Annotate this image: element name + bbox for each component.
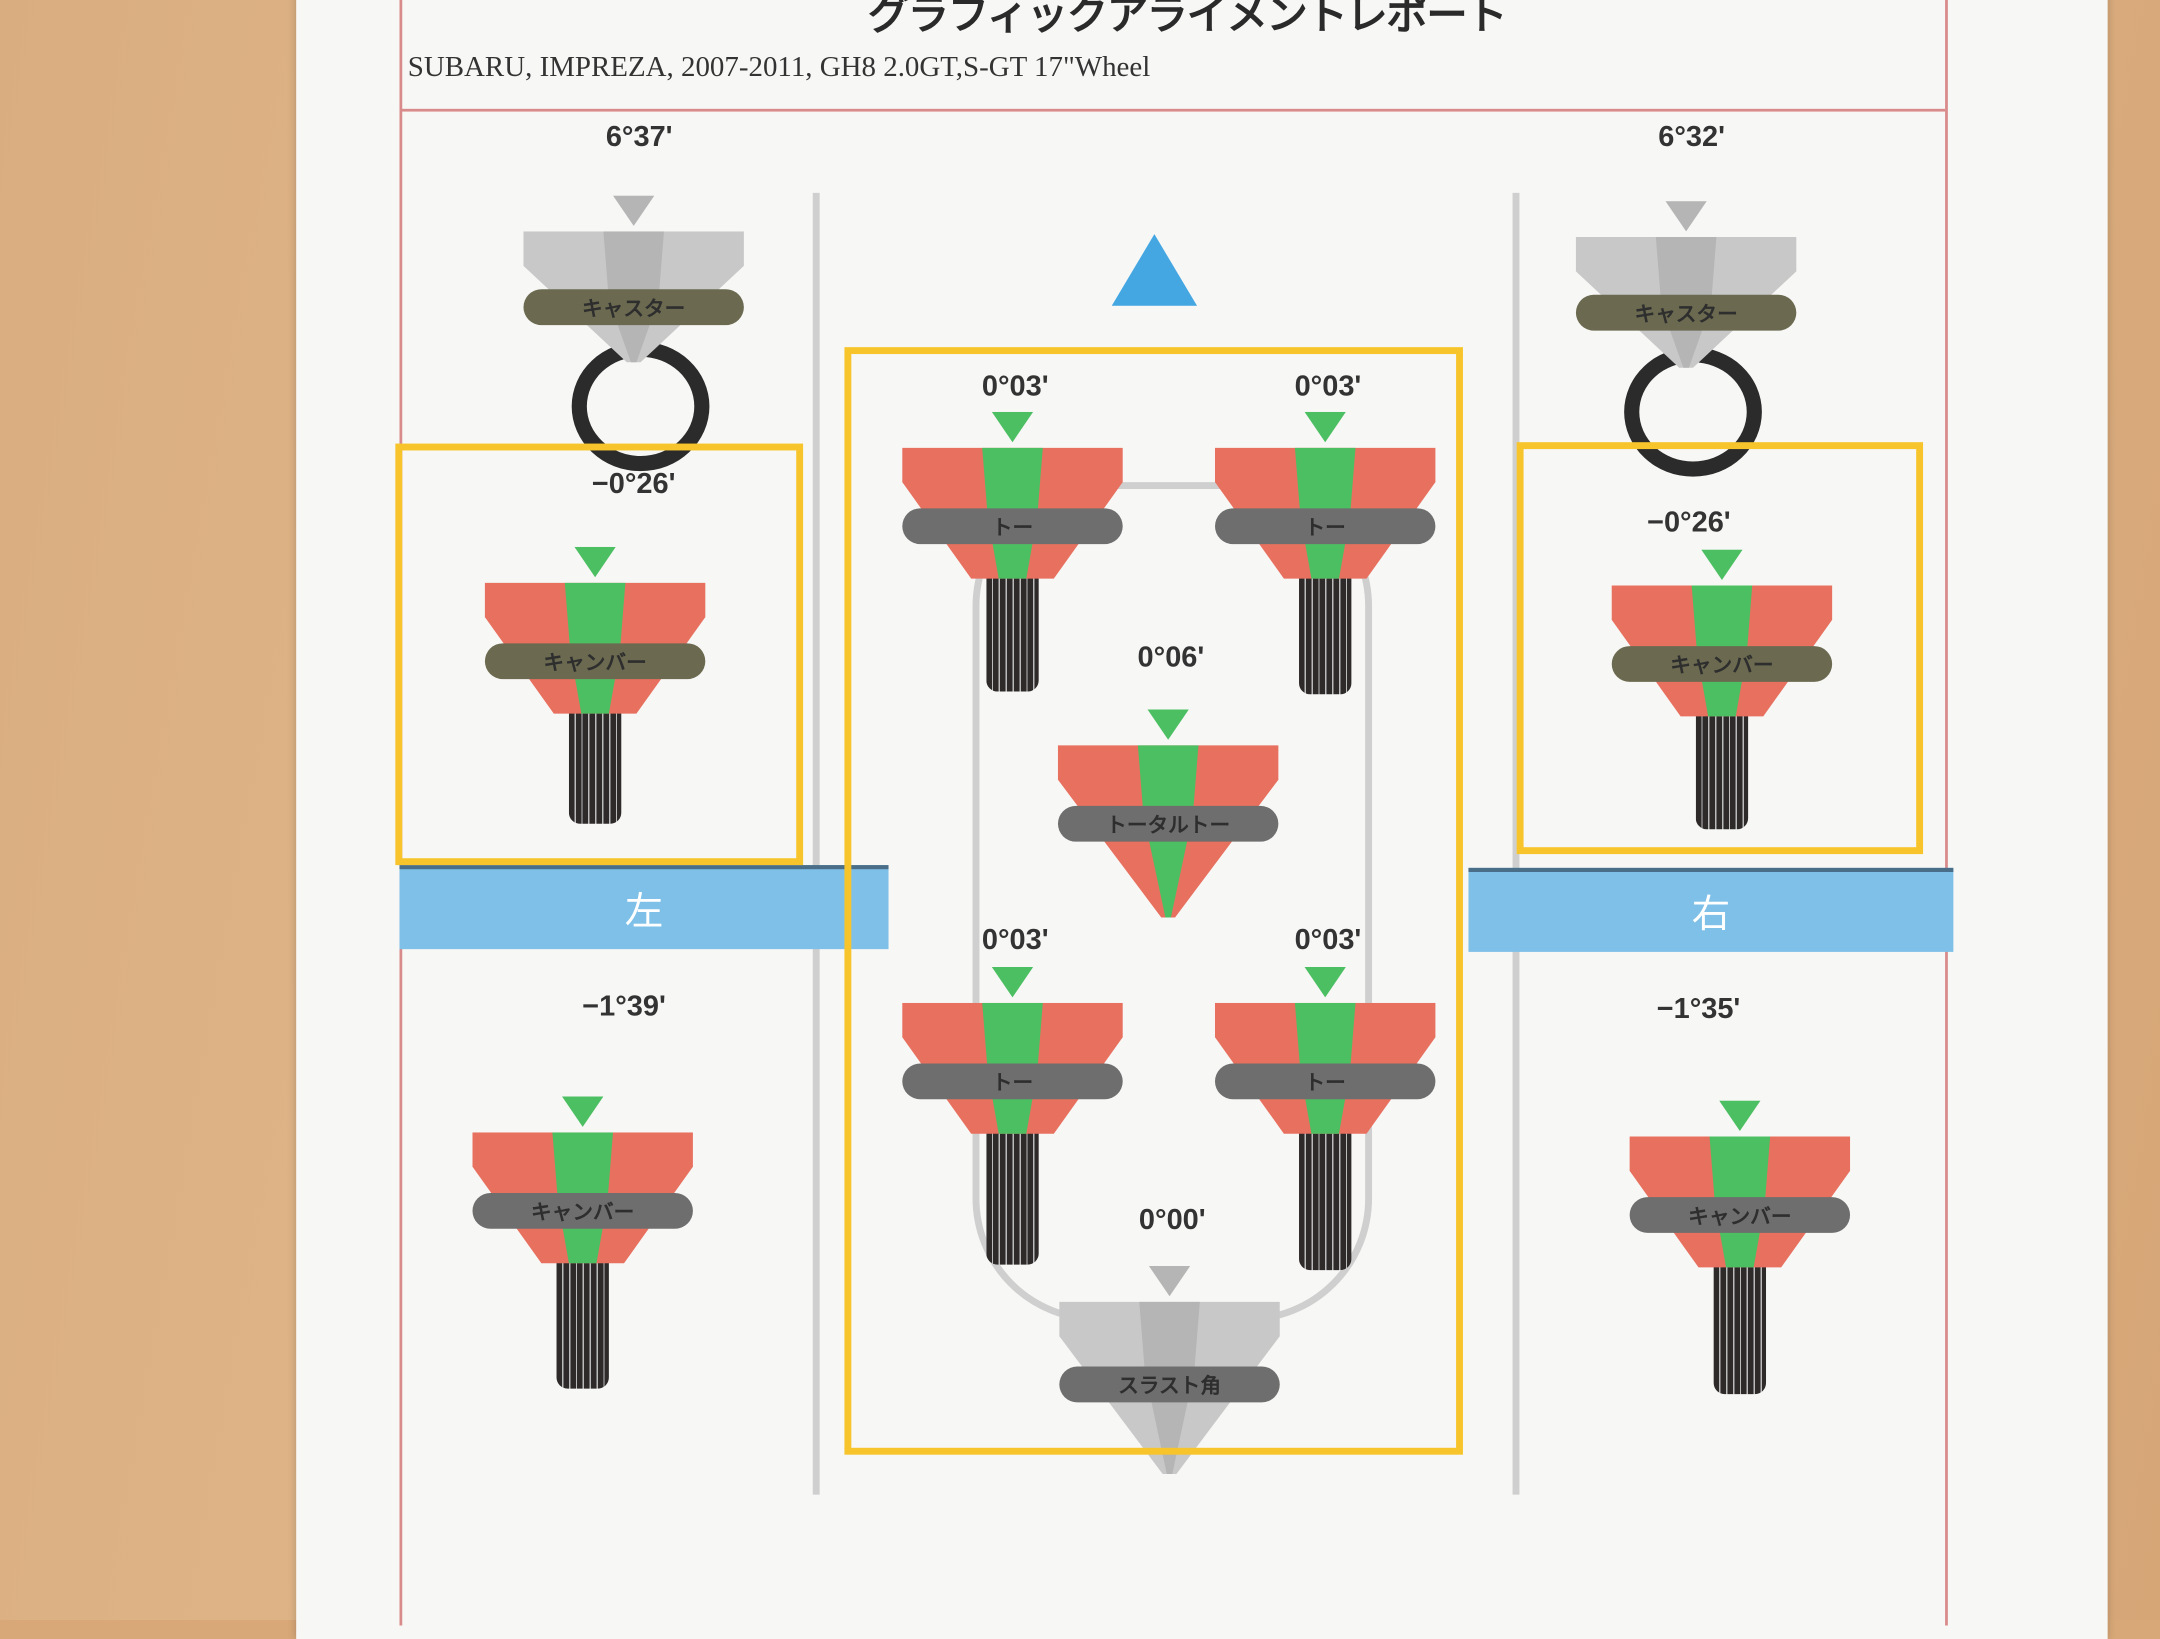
vehicle-info: SUBARU, IMPREZA, 2007-2011, GH8 2.0GT,S-… [407, 49, 1151, 83]
pointer-triangle-icon [1148, 1265, 1191, 1297]
gauge-value: 6°37' [605, 121, 673, 153]
tire-icon [556, 1239, 609, 1389]
car-body-right [1512, 192, 1520, 1495]
pointer-triangle-icon [991, 967, 1034, 998]
forward-arrow-icon [1111, 234, 1198, 306]
pointer-triangle-icon [1719, 1100, 1761, 1131]
pointer-triangle-icon [613, 195, 655, 226]
gauge-label: トー [902, 1063, 1123, 1100]
highlight-toe-thrust [844, 347, 1463, 1455]
gauge-label: キャンバー [484, 643, 706, 680]
gauge-label: キャンバー [472, 1192, 693, 1229]
gauge-label: キャンバー [1611, 646, 1833, 682]
tire-icon [1713, 1246, 1767, 1395]
gauge-value: −1°35' [1656, 993, 1741, 1025]
highlight-front-right-camber [1516, 442, 1924, 855]
gauge-label: キャスター [523, 289, 744, 326]
left-side-bar: 左 [399, 865, 889, 950]
gauge-value: 0°03' [981, 924, 1049, 957]
pointer-triangle-icon [1304, 411, 1346, 443]
gauge-value: 0°00' [1138, 1203, 1206, 1236]
header-divider [399, 108, 1946, 112]
pointer-triangle-icon [1665, 201, 1707, 232]
gauge-value: −0°26' [1647, 506, 1731, 539]
gauge-value: 0°03' [1294, 924, 1362, 957]
right-side-bar: 右 [1468, 867, 1954, 952]
gauge-label: トー [1214, 1063, 1436, 1100]
car-body-left [812, 192, 820, 1495]
gauge-value: 0°03' [981, 370, 1049, 403]
pointer-triangle-icon [991, 411, 1034, 443]
gauge-label: キャスター [1575, 294, 1797, 331]
pointer-triangle-icon [574, 546, 616, 578]
gauge-value: −1°39' [582, 990, 666, 1023]
gauge-label: キャンバー [1629, 1197, 1851, 1233]
pointer-triangle-icon [1304, 967, 1346, 998]
gauge-label: スラスト角 [1059, 1366, 1280, 1403]
tire-icon [986, 1118, 1039, 1265]
report-title: グラフィックアライメントレポート [867, 0, 1508, 39]
tire-icon [1299, 1118, 1352, 1271]
pointer-triangle-icon [562, 1096, 604, 1127]
gauge-value: −0°26' [591, 468, 676, 501]
highlight-front-left-camber [395, 443, 804, 866]
gauge-value: 0°03' [1294, 370, 1362, 403]
gauge-label: トータルトー [1057, 805, 1279, 842]
gauge-label: トー [1214, 508, 1436, 545]
gauge-value: 0°06' [1137, 641, 1205, 674]
pointer-triangle-icon [1147, 709, 1189, 740]
gauge-label: トー [902, 508, 1123, 545]
gauge-value: 6°32' [1658, 121, 1725, 153]
pointer-triangle-icon [1701, 549, 1743, 580]
